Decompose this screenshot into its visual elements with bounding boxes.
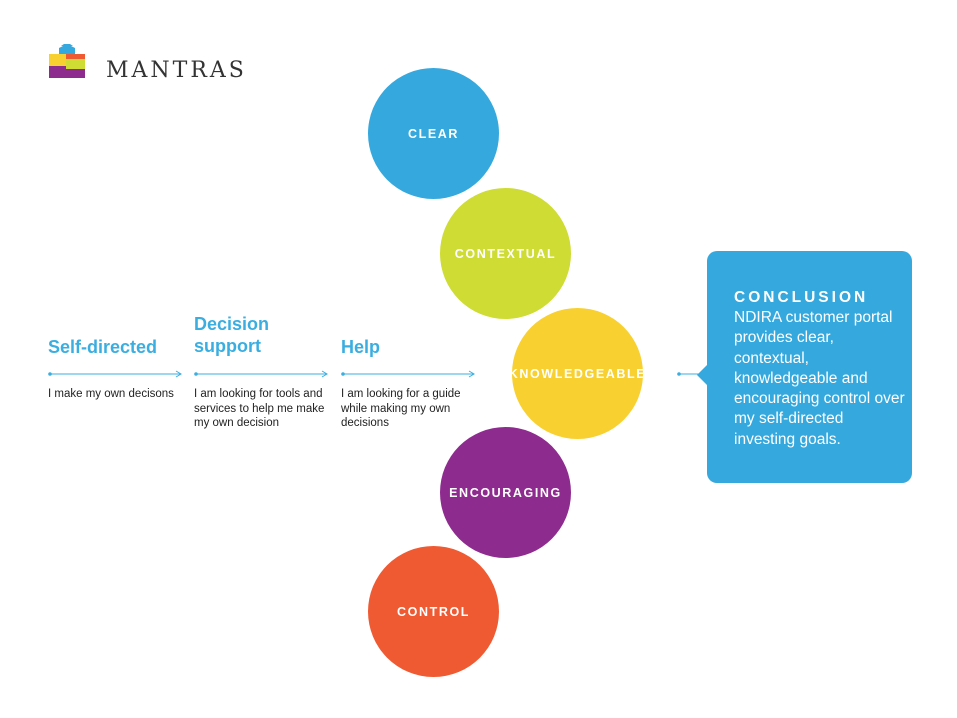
arrow-connector: [341, 370, 475, 378]
mantra-encouraging: ENCOURAGING: [440, 427, 571, 558]
stage-title-decision-support: Decision support: [194, 314, 270, 356]
mantra-contextual: CONTEXTUAL: [440, 188, 571, 319]
arrow-connector: [48, 370, 182, 378]
stage-title-help: Help: [341, 337, 381, 357]
house-blocks-icon: [49, 44, 85, 78]
stage-desc-self-directed: I make my own decisons: [48, 388, 174, 400]
arrow-connector: [194, 370, 328, 378]
stage-desc-decision-support: I am looking for tools and services to h…: [194, 388, 325, 429]
stage-desc-help: I am looking for a guide while making my…: [341, 388, 461, 429]
brand-name: MANTRAS: [106, 58, 247, 83]
conclusion-title: CONCLUSION: [734, 289, 869, 306]
stage-title-self-directed: Self-directed: [48, 337, 158, 357]
mantra-control: CONTROL: [368, 546, 499, 677]
conclusion-pointer: [697, 364, 708, 386]
conclusion-text: NDIRA customer portal provides clear, co…: [734, 309, 905, 448]
mantra-clear: CLEAR: [368, 68, 499, 199]
conclusion-box: CONCLUSION NDIRA customer portal provide…: [707, 251, 912, 483]
mantra-knowledgeable: KNOWLEDGEABLE: [509, 308, 645, 439]
